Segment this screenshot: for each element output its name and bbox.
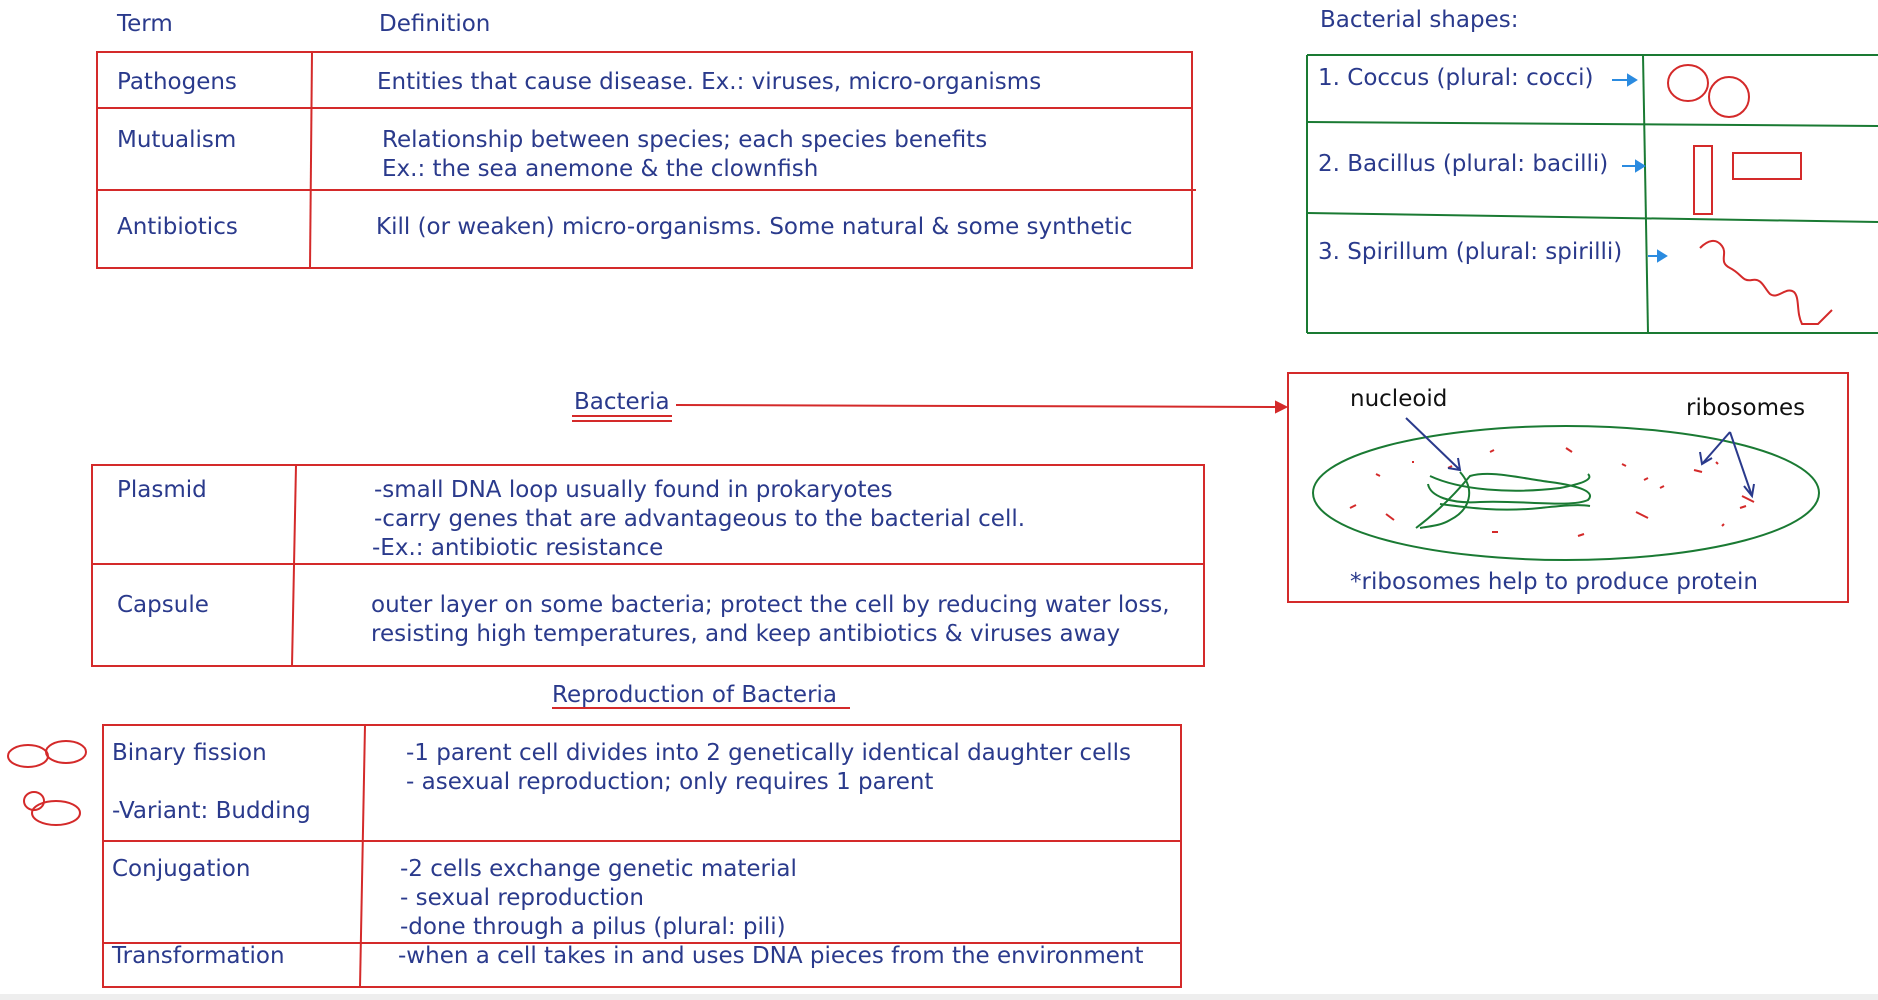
nucleoid-label: nucleoid [1350,386,1448,412]
term-pathogens: Pathogens [117,69,237,95]
definition-capsule-line1: outer layer on some bacteria; protect th… [371,592,1170,618]
ribosomes-note: *ribosomes help to produce protein [1350,569,1759,595]
definition-header: Definition [379,11,491,37]
reproduction-title: Reproduction of Bacteria [552,682,838,708]
definition-plasmid-line1: -small DNA loop usually found in prokary… [374,477,893,503]
ribosome-marks [1349,447,1755,537]
bacteria-title-underline [572,415,672,422]
definition-mutualism-line2: Ex.: the sea anemone & the clownfish [382,156,819,182]
definition-mutualism-line1: Relationship between species; each speci… [382,127,988,153]
shapes-table-lines [1306,54,1878,334]
shape-spirillum: 3. Spirillum (plural: spirilli) [1318,239,1623,265]
term-plasmid: Plasmid [117,477,207,503]
term-capsule: Capsule [117,592,209,618]
spirillum-drawing [1699,240,1833,325]
definition-antibiotics: Kill (or weaken) micro-organisms. Some n… [376,214,1133,240]
coccus-drawing [1667,64,1750,118]
term-mutualism: Mutualism [117,127,237,153]
term-antibiotics: Antibiotics [117,214,238,240]
ribosomes-label: ribosomes [1686,395,1806,421]
cell-membrane [1312,425,1820,561]
nucleoid-scribble [1415,471,1591,529]
term-header: Term [117,11,173,37]
bacillus-drawing [1693,145,1802,215]
shape-bacillus: 2. Bacillus (plural: bacilli) [1318,151,1609,177]
shape-arrows [1612,73,1668,263]
shape-coccus: 1. Coccus (plural: cocci) [1318,65,1594,91]
definition-conjugation-line2: - sexual reproduction [400,885,644,911]
term-binary-fission: Binary fission [112,740,267,766]
definition-conjugation-line3: -done through a pilus (plural: pili) [400,914,786,940]
term-conjugation: Conjugation [112,856,251,882]
term-transformation: Transformation [112,943,285,969]
bacteria-arrow [675,400,1289,414]
bottom-bar [0,994,1878,1000]
ribosomes-arrows [1699,431,1755,499]
definition-plasmid-line2: -carry genes that are advantageous to th… [374,506,1026,532]
structures-table-lines [91,464,1205,667]
fission-budding-drawings [7,740,87,826]
definition-binary-fission-line2: - asexual reproduction; only requires 1 … [406,769,934,795]
definition-capsule-line2: resisting high temperatures, and keep an… [371,621,1121,647]
definition-plasmid-line3: -Ex.: antibiotic resistance [372,535,664,561]
bacteria-title: Bacteria [574,389,670,415]
reproduction-table-lines [102,724,1182,988]
nucleoid-arrow [1405,417,1462,472]
definition-transformation: -when a cell takes in and uses DNA piece… [398,943,1144,969]
definition-pathogens: Entities that cause disease. Ex.: viruse… [377,69,1042,95]
term-budding-variant: -Variant: Budding [112,798,311,824]
shapes-title: Bacterial shapes: [1320,7,1519,33]
definition-conjugation-line1: -2 cells exchange genetic material [400,856,797,882]
bacteria-diagram-frame [1287,372,1849,603]
terms-table-lines [96,51,1196,269]
definition-binary-fission-line1: -1 parent cell divides into 2 geneticall… [406,740,1132,766]
